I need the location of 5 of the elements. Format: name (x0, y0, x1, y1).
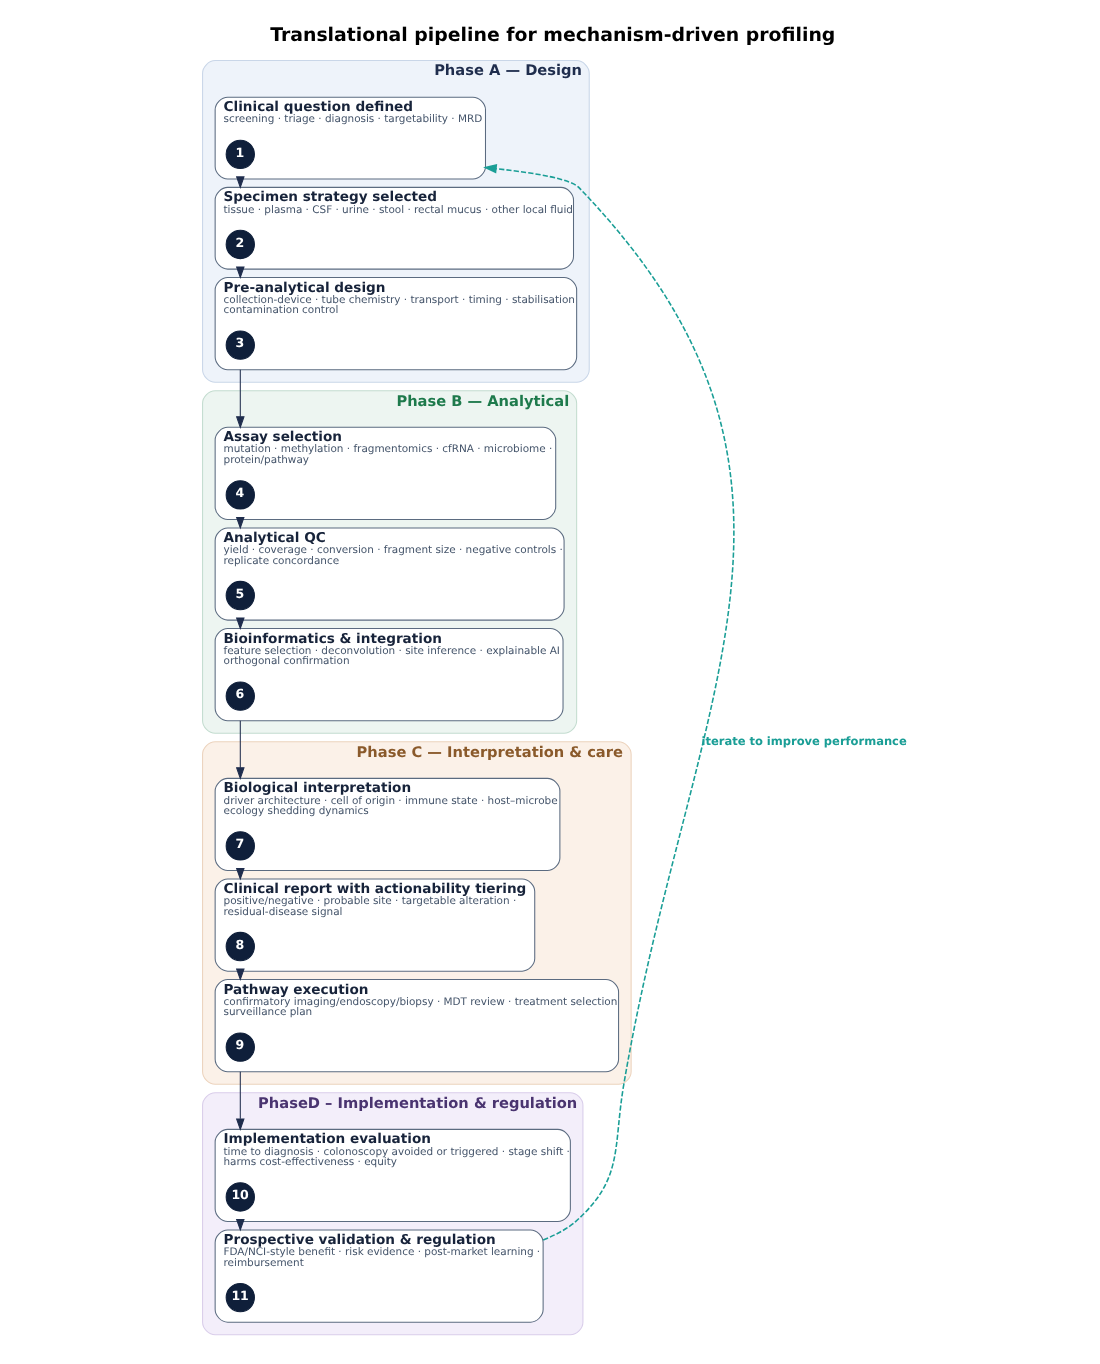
arrow (235, 1070, 245, 1130)
arrow (483, 163, 735, 1240)
diagram-title: Translational pipeline for mechanism-driven profiling (270, 24, 836, 47)
arrow (235, 368, 245, 428)
arrow (235, 719, 245, 779)
